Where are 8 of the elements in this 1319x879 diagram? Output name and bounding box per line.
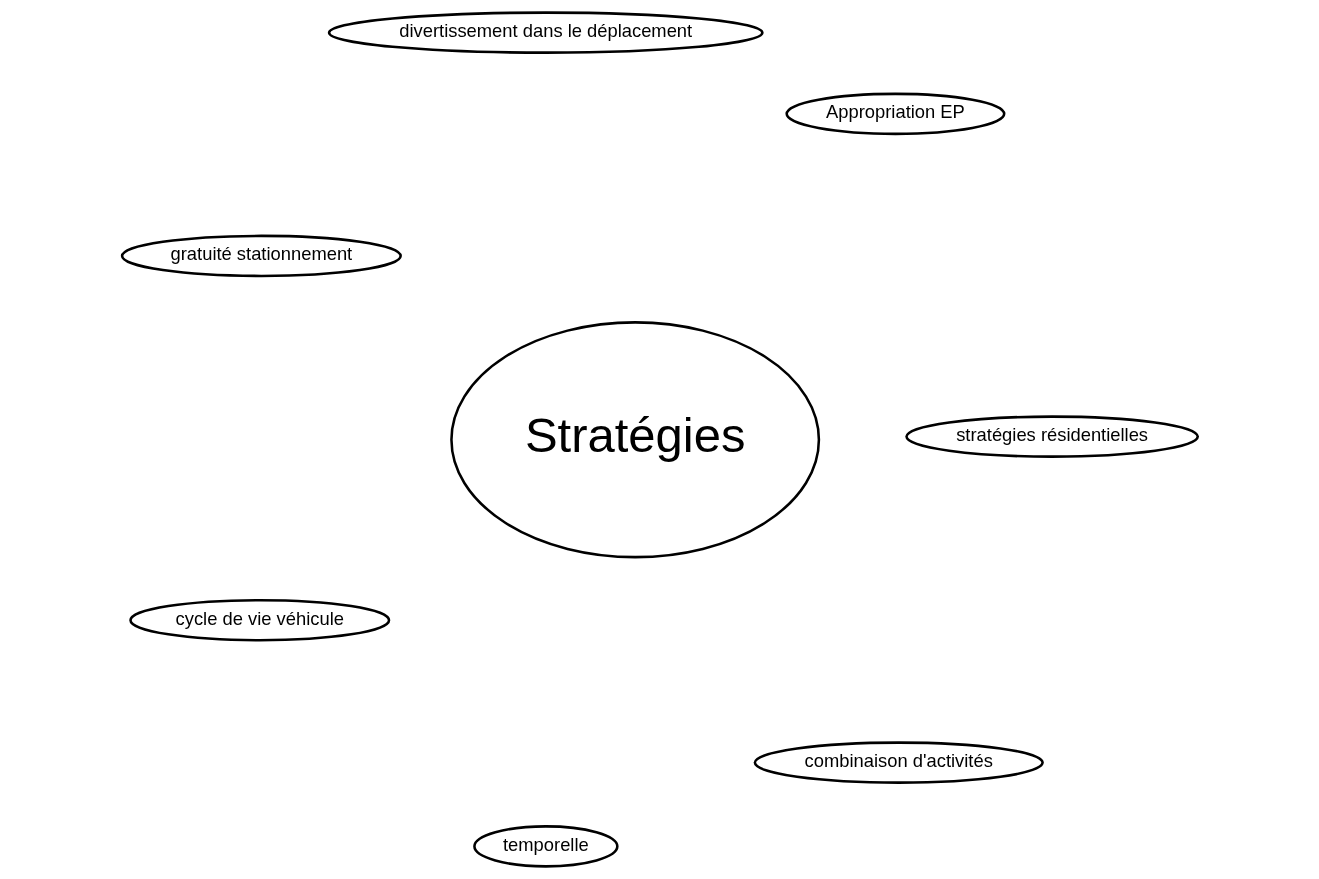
node-ellipse: temporelle [472,825,619,868]
node-ellipse: combinaison d'activités [753,741,1044,784]
node-ellipse: gratuité stationnement [120,234,402,278]
node-ellipse: Appropriation EP [784,92,1005,136]
node-ellipse: divertissement dans le déplacement [327,11,764,54]
node-ellipse: stratégies résidentielles [904,415,1199,458]
node-ellipse: cycle de vie véhicule [128,598,390,642]
node-ellipse: Stratégies [449,321,820,559]
